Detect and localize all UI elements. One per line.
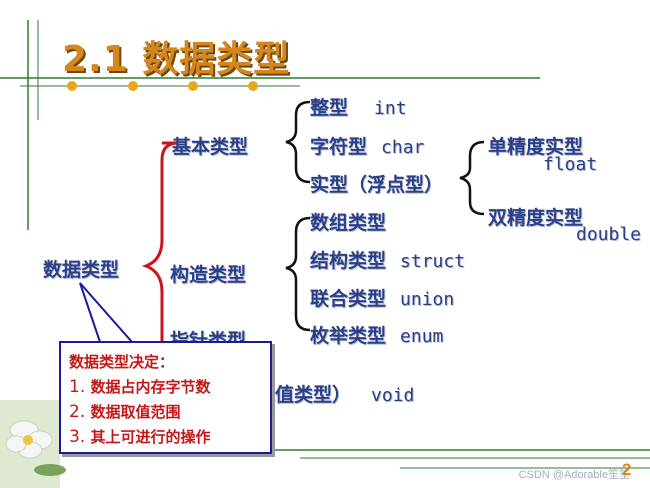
construct-type-node: 构造类型 <box>170 264 247 286</box>
enum-label: 枚举类型 <box>310 325 387 347</box>
callout-item-text: 数据占内存字节数 <box>90 378 211 396</box>
flower-decoration <box>0 400 66 488</box>
callout-item-number: 3. <box>69 427 86 447</box>
char-label: 字符型 <box>310 136 368 158</box>
array-node: 数组类型 <box>310 212 387 234</box>
gold-dot <box>248 81 258 91</box>
double-keyword: double <box>576 224 642 245</box>
enum-node: 枚举类型 enum <box>310 321 443 348</box>
struct-node: 结构类型 struct <box>310 246 465 273</box>
float-node: 单精度实型 <box>488 136 584 158</box>
void-node: 无值类型） void <box>256 380 414 407</box>
callout-item: 1. 数据占内存字节数 <box>69 375 262 400</box>
callout-item-number: 2. <box>69 402 86 422</box>
slide-title: 2.1 数据类型 <box>62 39 291 80</box>
struct-keyword: struct <box>400 251 466 272</box>
root-brace <box>141 141 179 350</box>
enum-keyword: enum <box>400 326 444 347</box>
page-number: 2 <box>622 460 632 479</box>
int-node: 整型 int <box>310 93 407 120</box>
gold-dot <box>67 81 77 91</box>
basic-brace <box>285 100 311 184</box>
callout-heading: 数据类型决定： <box>69 353 175 371</box>
int-label: 整型 <box>310 97 349 119</box>
callout-item-text: 数据取值范围 <box>90 403 181 421</box>
callout-item: 3. 其上可进行的操作 <box>69 425 262 450</box>
basic-type-node: 基本类型 <box>172 136 249 158</box>
callout-box: 数据类型决定： 1. 数据占内存字节数 2. 数据取值范围 3. 其上可进行的操… <box>59 341 272 454</box>
root-node: 数据类型 <box>43 259 120 281</box>
struct-label: 结构类型 <box>310 250 387 272</box>
gold-dot <box>188 81 198 91</box>
union-label: 联合类型 <box>310 288 387 310</box>
float-keyword: float <box>543 154 598 175</box>
callout-item-text: 其上可进行的操作 <box>90 428 211 446</box>
watermark: CSDN @Adorable笙笙 <box>518 469 630 481</box>
callout-item: 2. 数据取值范围 <box>69 400 262 425</box>
void-keyword: void <box>371 385 415 406</box>
void-label: 无值类型） <box>256 384 352 406</box>
union-keyword: union <box>400 289 455 310</box>
real-node: 实型（浮点型） <box>310 174 444 196</box>
construct-brace <box>285 216 311 332</box>
char-node: 字符型 char <box>310 132 424 159</box>
int-keyword: int <box>374 98 407 119</box>
char-keyword: char <box>381 137 425 158</box>
double-node: 双精度实型 <box>488 207 584 229</box>
real-brace <box>459 140 485 216</box>
gold-dot <box>128 81 138 91</box>
union-node: 联合类型 union <box>310 284 454 311</box>
callout-item-number: 1. <box>69 377 86 397</box>
